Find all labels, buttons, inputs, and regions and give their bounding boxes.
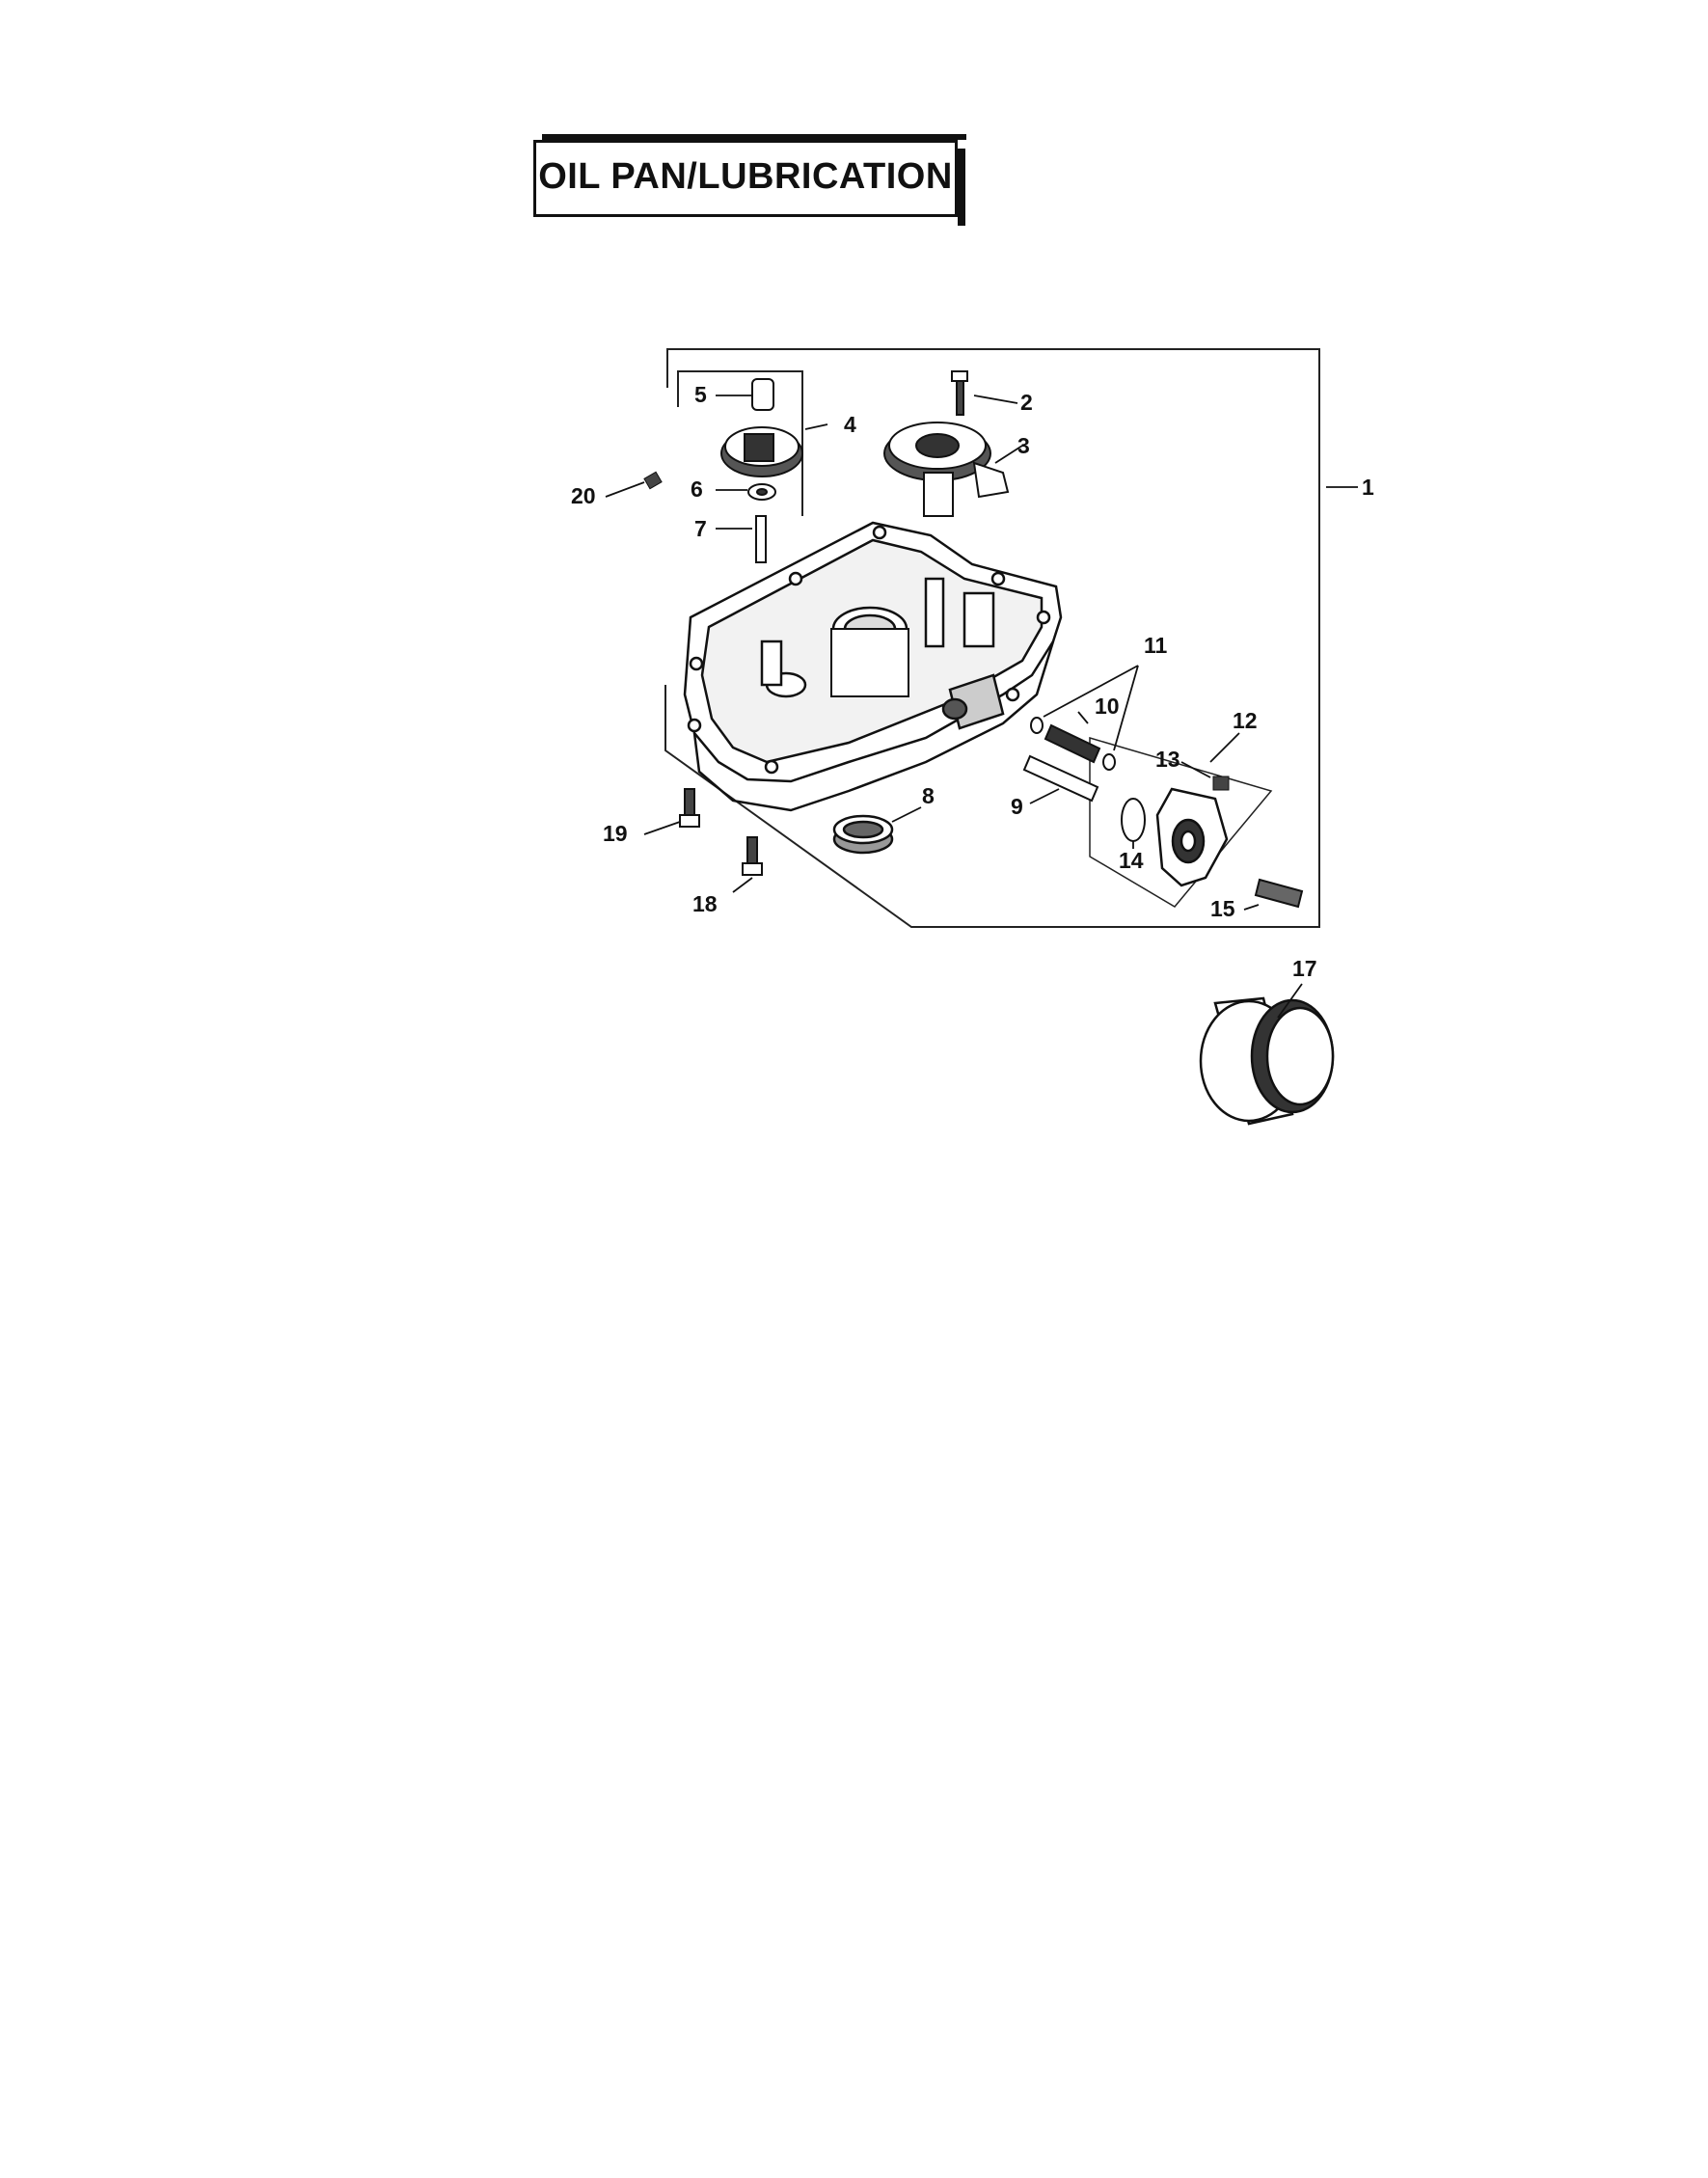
nipple-part-15 <box>1254 878 1304 909</box>
dowel-part-20 <box>643 471 663 490</box>
callout-7: 7 <box>694 516 707 541</box>
callout-6: 6 <box>691 476 703 502</box>
callout-12: 12 <box>1233 708 1258 733</box>
screw-part-18 <box>742 836 763 876</box>
nipple-part-10 <box>1044 723 1101 764</box>
callout-15: 15 <box>1210 896 1235 921</box>
callout-14: 14 <box>1119 848 1144 873</box>
callout-8: 8 <box>922 783 935 808</box>
callout-19: 19 <box>603 821 628 846</box>
callout-18: 18 <box>692 891 718 916</box>
o-ring-part-11a <box>1030 717 1044 734</box>
gear-subassembly-outline <box>677 370 803 516</box>
plug-part-5 <box>751 378 774 411</box>
governor-gear-part-3 <box>883 422 1010 517</box>
leader-lines <box>605 395 1358 1019</box>
oil-pan-drawing <box>683 521 1063 812</box>
callout-9: 9 <box>1011 794 1023 819</box>
callout-13: 13 <box>1155 747 1180 772</box>
callout-10: 10 <box>1095 694 1120 719</box>
oil-cooler-subassembly-outline <box>1089 736 1273 908</box>
nipple-part-13 <box>1212 776 1230 791</box>
callout-labels: 1 2 3 4 5 6 7 8 9 10 11 12 13 14 15 17 1… <box>571 382 1374 981</box>
tube-part-9 <box>1022 754 1099 803</box>
pin-part-7 <box>755 515 767 563</box>
washer-part-6 <box>747 483 776 501</box>
callout-3: 3 <box>1017 433 1030 458</box>
callout-4: 4 <box>844 412 856 437</box>
oil-seal-part-8 <box>832 814 894 855</box>
screw-part-2 <box>951 370 968 416</box>
callout-17: 17 <box>1292 956 1317 981</box>
callout-20: 20 <box>571 483 596 508</box>
callout-2: 2 <box>1020 390 1033 415</box>
callout-11: 11 <box>1144 633 1168 658</box>
o-ring-part-11b <box>1102 753 1116 771</box>
gasket-part-14 <box>1121 798 1146 842</box>
callout-5: 5 <box>694 382 707 407</box>
diagram-title-box: OIL PAN/LUBRICATION <box>533 134 966 226</box>
oil-filter-adapter-part-12 <box>1155 787 1229 887</box>
assembly-outline <box>664 348 1320 928</box>
diagram-title: OIL PAN/LUBRICATION <box>538 156 953 197</box>
oil-filter-part-17 <box>1199 996 1335 1126</box>
screw-part-19 <box>679 788 700 828</box>
oil-pump-gear-part-4 <box>720 426 803 477</box>
callout-1: 1 <box>1362 475 1374 500</box>
